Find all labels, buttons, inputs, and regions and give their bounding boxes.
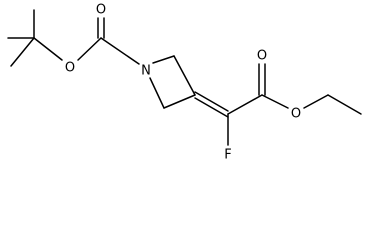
atom-o-ester-boc: O bbox=[65, 61, 75, 76]
bonds bbox=[7, 9, 362, 146]
atom-o-ester-ethyl: O bbox=[291, 107, 301, 122]
atom-n-ring: N bbox=[141, 64, 151, 79]
atom-o-carbonyl-top: O bbox=[96, 3, 106, 18]
atom-labels: O O N O O F bbox=[65, 3, 301, 163]
chemical-structure: O O N O O F bbox=[7, 3, 362, 163]
bond-oxygen-carbonyl-carbon bbox=[77, 37, 102, 61]
bond-ethyl-ch2-ch3 bbox=[327, 94, 362, 115]
bond-oxygen-ethyl bbox=[303, 94, 329, 109]
bond-ring-c3-c-bottom bbox=[163, 94, 196, 109]
bond-quaternary-carbon-oxygen bbox=[33, 37, 63, 61]
bond-ring-c-bottom-n bbox=[149, 77, 165, 109]
bond-exocyclic-double-a bbox=[194, 91, 229, 112]
bond-ring-c-top-c3 bbox=[173, 55, 196, 96]
bond-carbonyl-carbon-nitrogen bbox=[100, 37, 140, 65]
bond-methyl-bottom bbox=[10, 37, 35, 67]
bond-ester-carbon-oxygen bbox=[261, 94, 289, 109]
bond-alkene-ester-carbon bbox=[227, 94, 263, 115]
bond-ring-n-c-top bbox=[152, 55, 175, 64]
atom-o-carbonyl-right: O bbox=[257, 49, 267, 64]
bond-exocyclic-double-b bbox=[194, 97, 229, 118]
atom-f: F bbox=[224, 148, 231, 163]
